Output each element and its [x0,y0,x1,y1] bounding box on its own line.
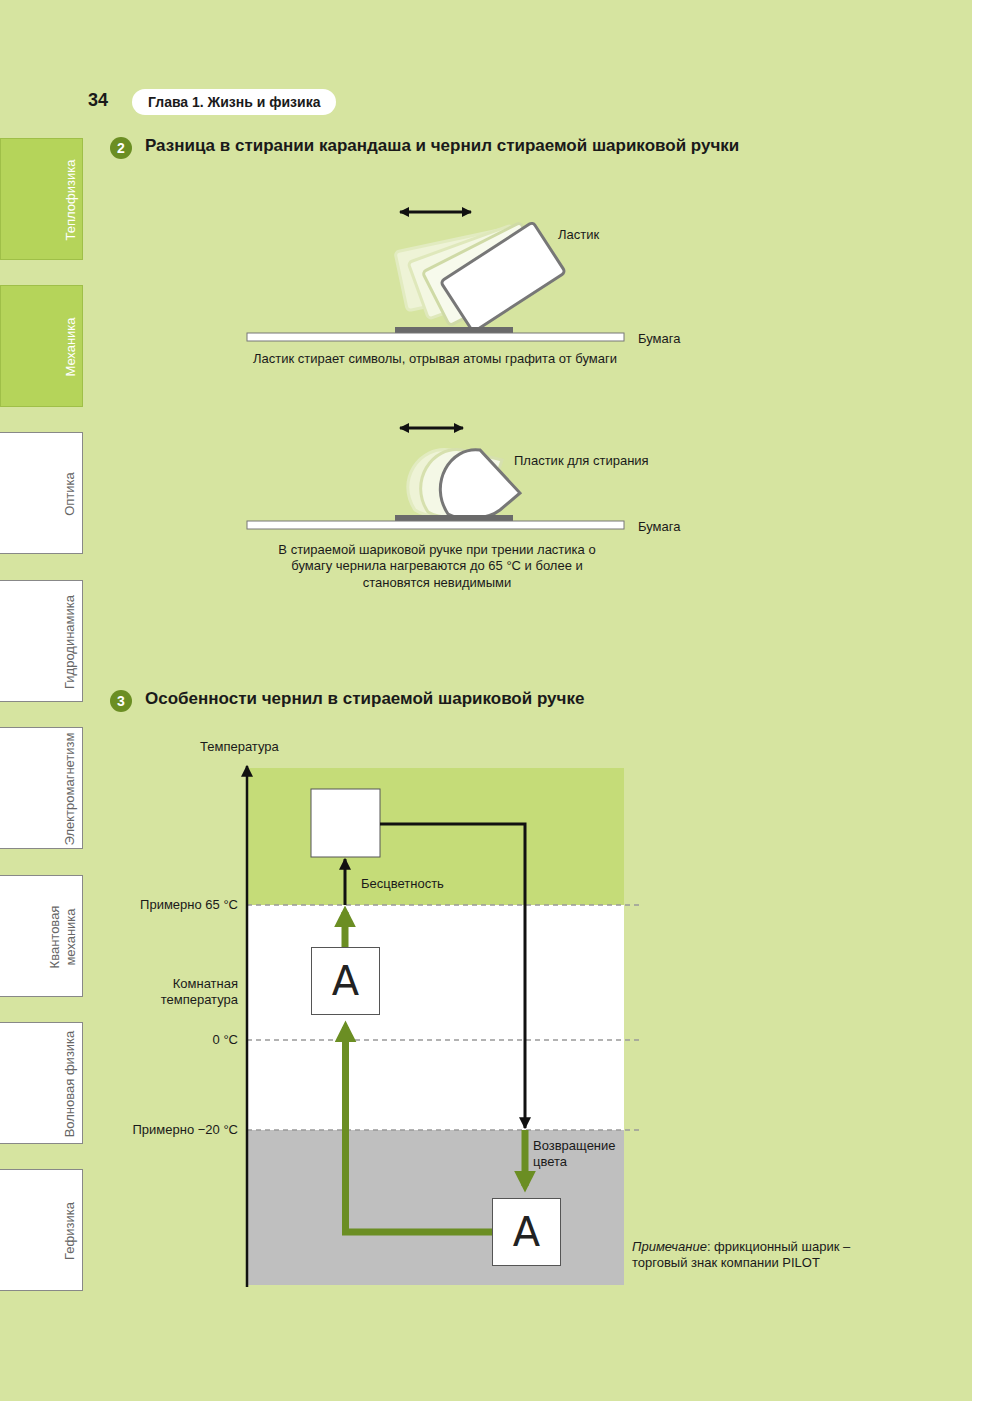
section-heading: Разница в стирании карандаша и чернил ст… [145,136,739,156]
ink-box: A [492,1198,561,1266]
chapter-tab: Механика [0,285,83,407]
label: Бесцветность [361,876,481,892]
eraser [395,222,566,332]
label: Комнатная температура [118,976,238,1009]
tab-label: Квантовая механика [47,878,81,996]
paper [247,521,624,529]
paper [247,333,624,341]
label: Ластик [558,227,638,243]
tab-label: Гидродинамика [61,583,79,701]
ink-letter: A [513,1209,540,1255]
label: Возвращение цвета [533,1138,625,1171]
heating-arrow [342,912,349,947]
section-heading: Особенности чернил в стираемой шариковой… [145,689,584,709]
chapter-pill: Глава 1. Жизнь и физика [132,89,336,115]
chapter-tab: Гефизика [0,1169,83,1291]
tab-label: Гефизика [61,1172,79,1290]
section-number: 3Особенности чернил в стираемой шариково… [110,690,132,712]
tab-label: Оптика [61,435,79,553]
tab-label: Волновая физика [61,1025,79,1143]
callout-number: 2 [117,140,125,156]
tab-label: Электромагнетизм [61,730,79,848]
color-return-zone [247,1130,624,1285]
temperature-axis [246,766,249,1287]
ink-letter: A [332,958,359,1004]
note-heading: Примечание [632,1239,707,1254]
label: 0 °C [158,1032,238,1048]
cooling-arrow [522,1130,529,1186]
chapter-tab: Оптика [0,432,83,554]
label: Пластик для стирания [514,453,674,469]
label: Температура [200,739,310,755]
heating-arrow [344,859,347,905]
plastic-eraser [408,450,520,519]
cooling-arrow [380,824,525,1128]
note: Примечание: фрикционный шарик – торговый… [632,1239,872,1272]
label: В стираемой шариковой ручке при трении л… [262,542,612,591]
cycle-arrow [346,1027,493,1232]
label: Примерно −20 °C [88,1122,238,1138]
chapter-tab: Теплофизика [0,138,83,260]
motion-arrow [400,427,463,430]
label: Ластик стирает символы, отрывая атомы гр… [225,351,645,367]
chapter-tab: Квантовая механика [0,875,83,997]
ink-box: A [311,947,380,1015]
page-edge [972,0,1000,1401]
chapter-tab: Гидродинамика [0,580,83,702]
colorless-zone [247,768,624,905]
section-number: 2Разница в стирании карандаша и чернил с… [110,137,132,159]
motion-arrow [400,211,471,214]
chapter-tab: Волновая физика [0,1022,83,1144]
level-lines [247,905,640,1130]
label: Бумага [638,519,718,535]
colorless-box [311,789,380,857]
colored-zone [247,905,624,1130]
graphite [395,327,513,333]
label: Примерно 65 °C [88,897,238,913]
callout-number: 3 [117,693,125,709]
tab-label: Механика [62,288,80,406]
label: Бумага [638,331,718,347]
ink [395,515,513,521]
tab-label: Теплофизика [62,141,80,259]
chapter-tab: Электромагнетизм [0,727,83,849]
chapter-title: Глава 1. Жизнь и физика [148,94,320,110]
label: 34 [88,89,128,112]
